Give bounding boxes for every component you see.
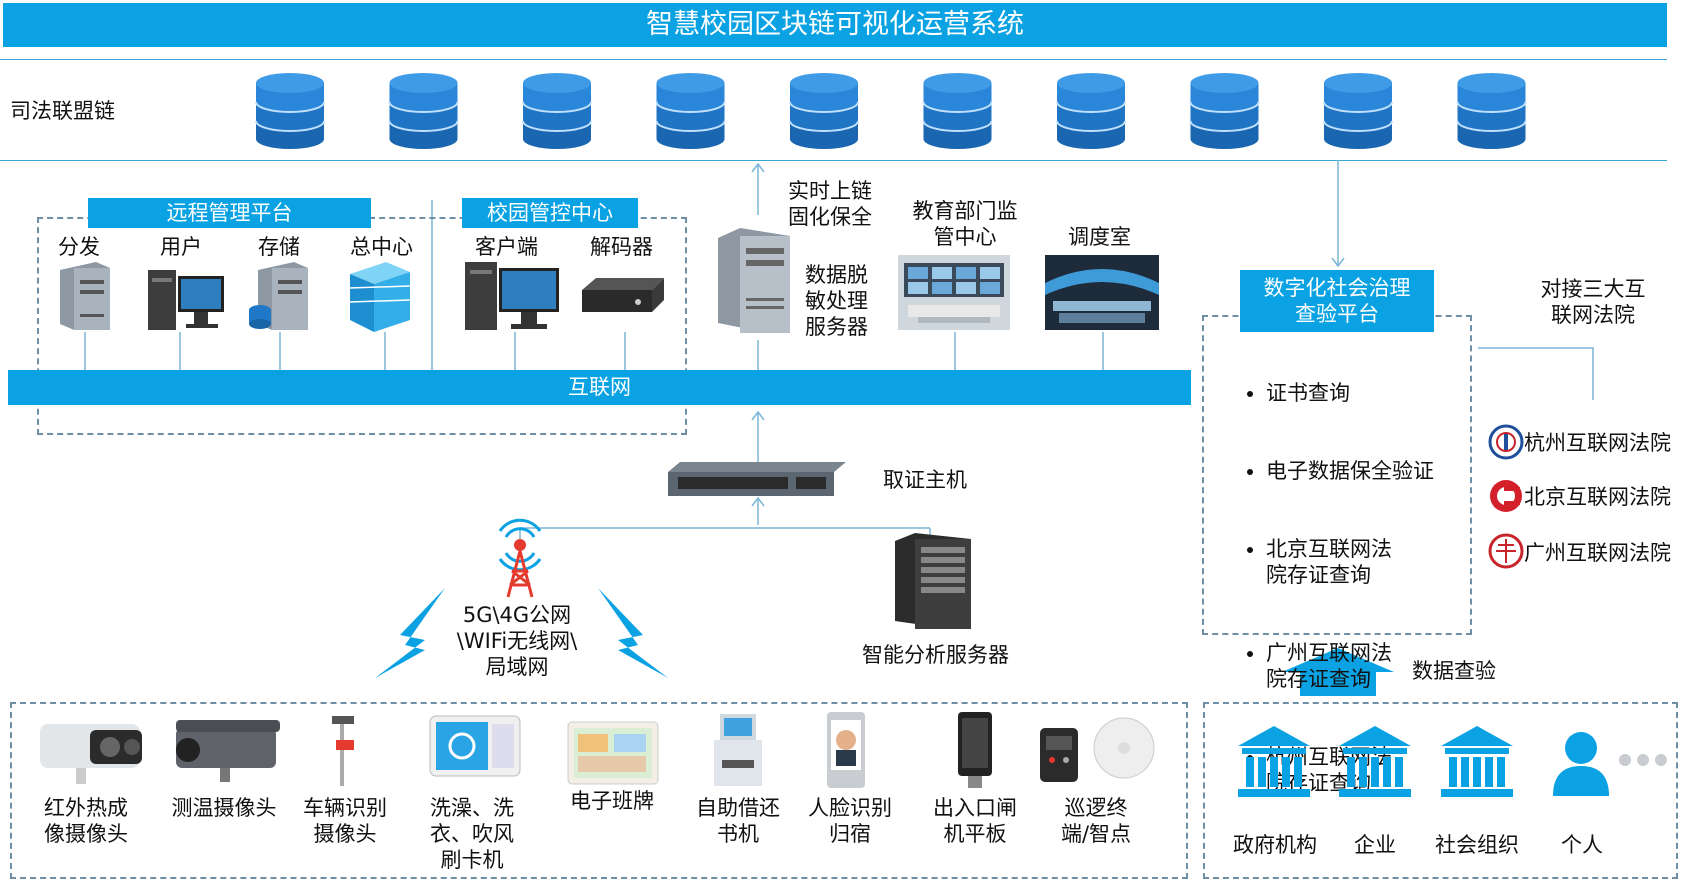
temperature-camera-icon [176, 720, 280, 782]
divider-chain [0, 160, 1667, 161]
device-label: 出入口闸 机平板 [933, 796, 1017, 846]
divider-top [0, 59, 1667, 60]
database-icon [789, 73, 859, 149]
server-tower-icon [60, 262, 110, 330]
up-arrow-icon [1282, 648, 1394, 696]
devices-box [10, 702, 1188, 879]
device-label: 电子班牌 [570, 789, 654, 813]
class-board-icon [567, 721, 659, 785]
device-label: 洗澡、洗 衣、吹风 刷卡机 [430, 796, 514, 872]
devices-icon-row [40, 712, 1155, 788]
platform-header: 数字化社会治理 查验平台 [1240, 270, 1434, 332]
platform-item-verification[interactable]: 电子数据保全验证 [1266, 458, 1496, 484]
lightning-left-icon [375, 588, 445, 678]
card-reader-icon [429, 715, 521, 777]
institution-icon [1441, 726, 1513, 797]
device-label: 测温摄像头 [171, 796, 277, 820]
database-icon [1056, 73, 1126, 149]
database-icon-row [255, 73, 1527, 149]
remote-item-distribute: 分发 [58, 235, 100, 259]
person-icon [1553, 732, 1609, 796]
realtime-chain-label: 实时上链 固化保全 [788, 179, 872, 229]
thermal-camera-icon [40, 724, 142, 784]
dispatch-room-image [1045, 255, 1159, 330]
evidence-host-label: 取证主机 [883, 468, 967, 492]
storage-server-icon [249, 262, 308, 330]
book-kiosk-icon [714, 714, 762, 786]
more-dots-icon [1619, 754, 1667, 766]
remote-item-users: 用户 [160, 235, 202, 259]
network-switch-icon [668, 462, 846, 496]
device-label: 人脸识别 归宿 [808, 796, 892, 846]
beijing-court-logo-icon [1490, 480, 1522, 512]
parties-box [1203, 702, 1678, 879]
database-icon [922, 73, 993, 149]
remote-item-storage: 存储 [258, 235, 300, 259]
device-label: 车辆识别 摄像头 [303, 796, 387, 846]
lightning-right-icon [598, 588, 668, 678]
network-label: 5G\4G公网 \WIFi无线网\ 局域网 [456, 603, 578, 679]
campus-header: 校园管控中心 [462, 198, 638, 228]
party-label: 企业 [1354, 833, 1396, 857]
decoder-icon [582, 278, 664, 312]
desktop-computer-icon [148, 270, 224, 330]
institution-icon [1238, 726, 1310, 797]
remote-header: 远程管理平台 [88, 198, 371, 228]
party-label: 个人 [1561, 833, 1603, 857]
analysis-server-label: 智能分析服务器 [862, 643, 1009, 667]
database-icon [255, 73, 325, 149]
parties-icon-row [1238, 726, 1667, 797]
internet-bar: 互联网 [8, 370, 1191, 405]
remote-item-hq: 总中心 [350, 235, 413, 259]
dispatch-room-label: 调度室 [1068, 225, 1131, 249]
database-icon [655, 73, 726, 149]
database-icon [1323, 73, 1393, 149]
gate-tablet-icon [958, 712, 992, 788]
platform-item-guangzhou[interactable]: 广州互联网法 院存证查询 [1266, 640, 1496, 692]
guangzhou-court-logo-icon [1488, 533, 1524, 569]
campus-item-client: 客户端 [475, 235, 538, 259]
courts-header: 对接三大互 联网法院 [1540, 277, 1646, 327]
desensitization-label: 数据脱 敏处理 服务器 [805, 263, 868, 339]
court-hangzhou: 杭州互联网法院 [1524, 431, 1671, 455]
database-icon [522, 73, 592, 149]
patrol-terminal-icon [1040, 717, 1155, 782]
database-icon [1456, 73, 1527, 149]
client-computer-icon [465, 262, 559, 330]
edu-center-label: 教育部门监 管中心 [912, 199, 1018, 249]
court-guangzhou: 广州互联网法院 [1524, 541, 1671, 565]
analysis-server-icon [895, 533, 971, 629]
device-label: 自助借还 书机 [696, 796, 780, 846]
party-label: 政府机构 [1233, 833, 1317, 857]
device-label: 红外热成 像摄像头 [44, 796, 128, 846]
device-label: 巡逻终 端/智点 [1060, 796, 1132, 846]
connector-lines [84, 160, 1594, 545]
platform-item-beijing[interactable]: 北京互联网法 院存证查询 [1266, 536, 1496, 588]
vehicle-recognition-camera-icon [332, 716, 354, 786]
antenna-tower-icon [498, 518, 542, 598]
data-verify-label: 数据查验 [1412, 659, 1496, 683]
page-title: 智慧校园区块链可视化运营系统 [3, 3, 1667, 47]
database-icon [1189, 73, 1260, 149]
hangzhou-court-logo-icon [1488, 424, 1524, 460]
party-label: 社会组织 [1435, 833, 1519, 857]
campus-item-decoder: 解码器 [590, 235, 653, 259]
platform-item-certificate[interactable]: 证书查询 [1266, 380, 1496, 406]
desensitization-server-icon [718, 228, 790, 333]
chain-label: 司法联盟链 [10, 99, 115, 123]
court-beijing: 北京互联网法院 [1524, 485, 1671, 509]
data-center-icon [349, 262, 411, 332]
face-recognition-icon [827, 712, 865, 788]
institution-icon [1339, 726, 1411, 797]
database-icon [388, 73, 459, 149]
monitoring-room-image [898, 255, 1010, 330]
